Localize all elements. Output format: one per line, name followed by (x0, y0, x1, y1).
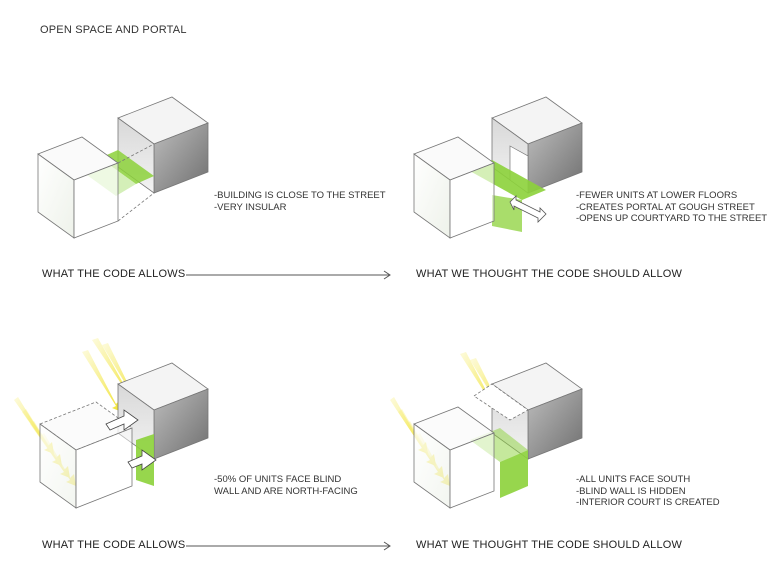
note-line: -BLIND WALL IS HIDDEN (576, 485, 686, 497)
note-line: -FEWER UNITS AT LOWER FLOORS (576, 190, 738, 201)
row1-left-caption: WHAT THE CODE ALLOWS (42, 268, 186, 280)
row1-left-notes: -BUILDING IS CLOSE TO THE STREET -VERY I… (214, 190, 386, 213)
row1-right-caption: WHAT WE THOUGHT THE CODE SHOULD ALLOW (416, 268, 683, 280)
diagram-top-right (413, 96, 583, 239)
note-line: -BUILDING IS CLOSE TO THE STREET (214, 190, 386, 201)
diagram-bottom-right (390, 352, 583, 509)
row2-arrow (186, 541, 391, 551)
note-line: -ALL UNITS FACE SOUTH (576, 474, 691, 485)
note-line: -INTERIOR COURT IS CREATED (576, 497, 720, 508)
note-line: -VERY INSULAR (214, 201, 287, 213)
page-title: OPEN SPACE AND PORTAL (40, 24, 187, 36)
row2-right-notes: -ALL UNITS FACE SOUTH -BLIND WALL IS HID… (576, 474, 720, 509)
diagram-top-left (37, 96, 209, 239)
row1-right-notes: -FEWER UNITS AT LOWER FLOORS -CREATES PO… (576, 190, 767, 225)
diagram-bottom-left (14, 338, 209, 509)
note-line: WALL AND ARE NORTH-FACING (214, 485, 358, 497)
note-line: -50% OF UNITS FACE BLIND (214, 474, 342, 485)
note-line: -CREATES PORTAL AT GOUGH STREET (576, 201, 755, 213)
row2-right-caption: WHAT WE THOUGHT THE CODE SHOULD ALLOW (416, 539, 683, 551)
row2-left-caption: WHAT THE CODE ALLOWS (42, 539, 186, 551)
note-line: -OPENS UP COURTYARD TO THE STREET (576, 213, 768, 224)
row1-arrow (186, 270, 391, 280)
row2-left-notes: -50% OF UNITS FACE BLIND WALL AND ARE NO… (214, 474, 358, 497)
